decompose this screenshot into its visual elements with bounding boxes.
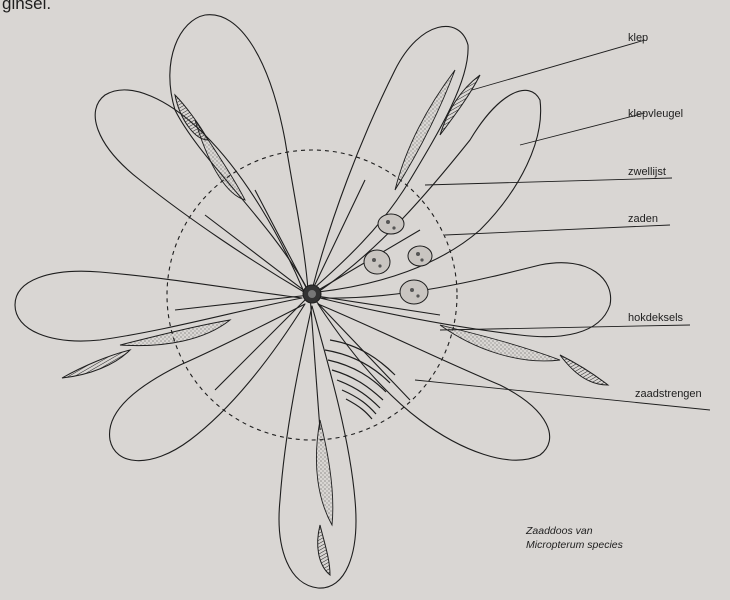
label-zwellijst: zwellijst — [628, 166, 666, 178]
valve-wing-top-left — [170, 15, 308, 290]
caption-line-1: Zaaddoos van — [526, 524, 623, 538]
label-zaadstrengen: zaadstrengen — [635, 388, 702, 400]
valve-wing-top-right — [312, 26, 468, 290]
label-hokdeksels: hokdeksels — [628, 312, 683, 324]
valve-wing-right — [320, 263, 611, 337]
valve-wing-left — [15, 271, 302, 341]
valve-wing-left-upper — [95, 90, 304, 292]
label-zaden: zaden — [628, 213, 658, 225]
label-klep: klep — [628, 32, 648, 44]
label-klepvleugel: klepvleugel — [628, 108, 683, 120]
diagram-caption: Zaaddoos van Micropterum species — [526, 524, 623, 552]
caption-line-2: Micropterum species — [526, 538, 623, 552]
